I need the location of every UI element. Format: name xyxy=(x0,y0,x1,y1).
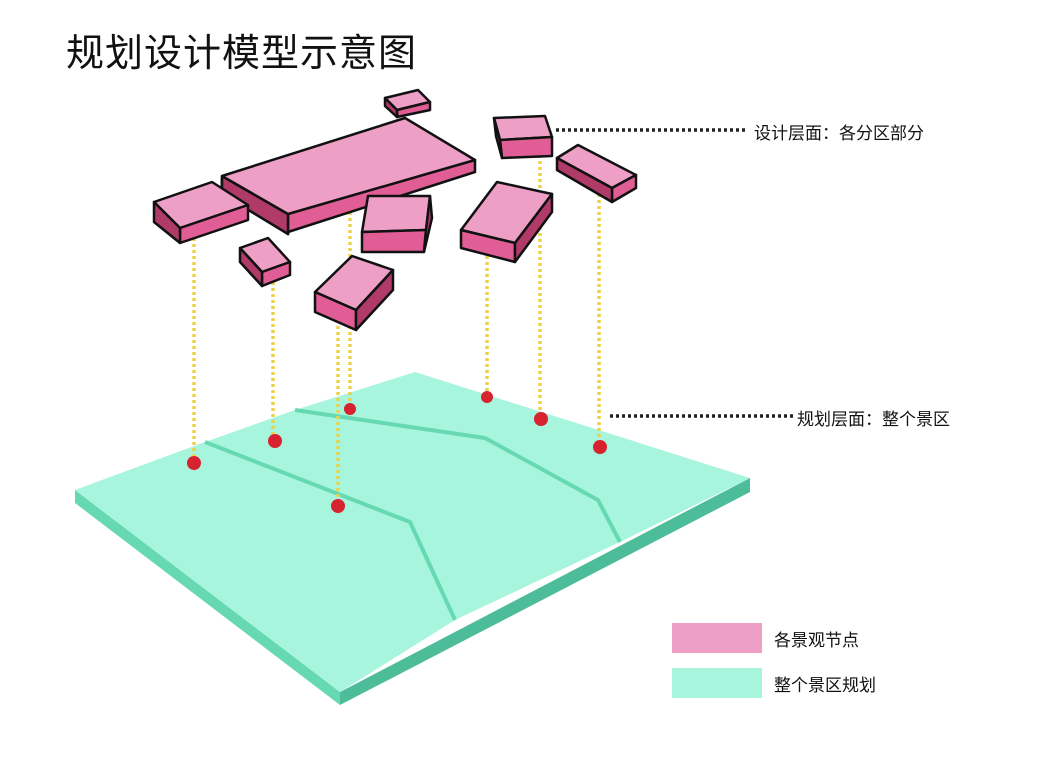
site-base xyxy=(75,372,750,705)
legend-label-nodes: 各景观节点 xyxy=(774,630,859,651)
site-terrace-middle xyxy=(205,410,620,620)
node-block-large xyxy=(220,116,477,236)
terrace-step-1 xyxy=(204,440,457,621)
legend-label-site: 整个景区规划 xyxy=(774,675,876,696)
callout-design-layer: 设计层面：各分区部分 xyxy=(754,124,924,144)
callout-planning-layer: 规划层面：整个景区 xyxy=(797,410,950,430)
terrace-step-2 xyxy=(294,408,622,543)
node-block-lower-middle xyxy=(313,254,395,332)
node-blocks xyxy=(152,88,638,332)
anchor-dot xyxy=(481,391,493,403)
anchor-dot xyxy=(593,440,607,454)
anchor-dots xyxy=(187,391,607,513)
anchor-dot xyxy=(268,434,282,448)
legend-swatch-nodes xyxy=(672,623,762,653)
anchor-dot xyxy=(187,456,201,470)
node-block-left xyxy=(152,180,250,245)
legend: 各景观节点 整个景区规划 xyxy=(672,622,876,712)
legend-item-site: 整个景区规划 xyxy=(672,667,876,699)
node-block-small-top xyxy=(383,88,432,119)
legend-swatch-site xyxy=(672,668,762,698)
site-side-front xyxy=(75,490,340,705)
node-block-top-right xyxy=(492,114,554,160)
anchor-dot xyxy=(534,412,548,426)
page-title: 规划设计模型示意图 xyxy=(66,31,418,75)
node-block-far-right xyxy=(555,143,638,204)
legend-item-nodes: 各景观节点 xyxy=(672,622,876,654)
anchor-dot xyxy=(331,499,345,513)
node-block-upper-middle xyxy=(360,194,434,254)
node-block-right-middle xyxy=(459,180,554,264)
site-side-right xyxy=(340,478,750,705)
anchor-dot xyxy=(344,403,356,415)
node-block-small-left xyxy=(238,236,292,288)
